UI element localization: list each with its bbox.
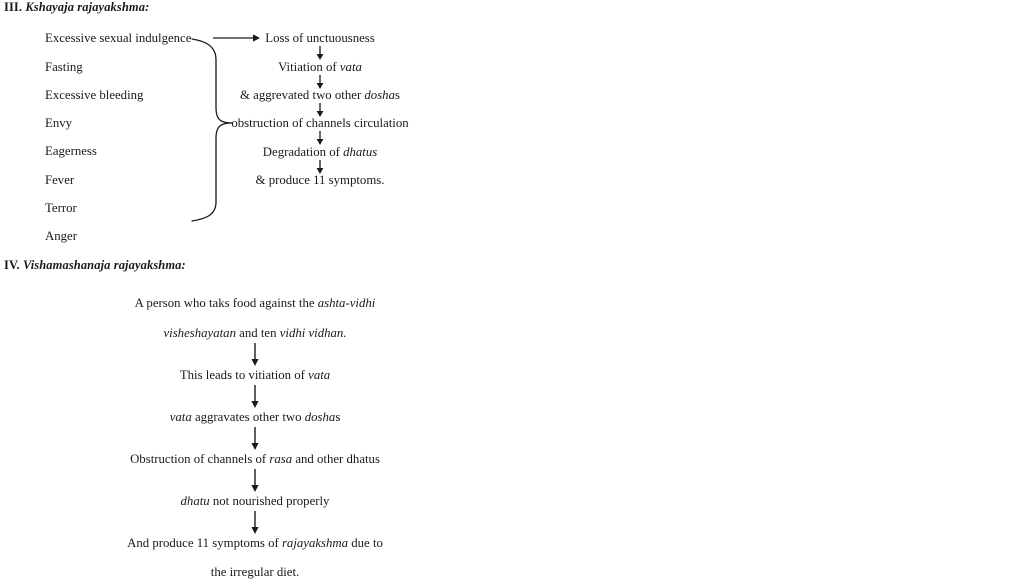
- chain-text: not nourished properly: [209, 494, 330, 508]
- arrow-down-icon: [313, 103, 327, 117]
- arrow-down-icon: [248, 511, 262, 534]
- chain-node: & produce 11 symptoms.: [256, 174, 385, 187]
- chain-text-emphasis: visheshayatan: [163, 326, 236, 340]
- section-heading-iv: IV. Vishamashanaja rajayakshma:: [4, 258, 186, 273]
- chain-node: dhatu not nourished properly: [181, 495, 330, 508]
- chain-text-emphasis: rasa: [269, 452, 293, 466]
- arrow-down-icon: [313, 131, 327, 145]
- cause-item: Excessive bleeding: [45, 88, 144, 102]
- section-title-iv: Vishamashanaja rajayakshma:: [22, 258, 186, 272]
- arrow-down-icon: [313, 75, 327, 89]
- arrow-down-icon: [248, 343, 262, 366]
- chain-text: aggravates other two: [191, 410, 305, 424]
- chain-text: obstruction of channels circulation: [231, 116, 409, 130]
- chain-node: This leads to vitiation of vata: [180, 369, 330, 382]
- arrow-down-icon: [248, 385, 262, 408]
- chain-node: obstruction of channels circulation: [231, 117, 408, 130]
- chain-node: the irregular diet.: [211, 566, 299, 579]
- chain-text: Obstruction of channels of: [130, 452, 270, 466]
- cause-item: Terror: [45, 201, 77, 215]
- grouping-brace: [188, 34, 240, 226]
- arrow-right-icon: [213, 32, 261, 44]
- chain-node: vata aggravates other two doshas: [170, 411, 341, 424]
- chain-text: A person who taks food against the: [134, 296, 318, 310]
- chain-text-suffix: s: [335, 410, 341, 424]
- chain-text-emphasis-2: dosha: [304, 410, 336, 424]
- section-numeral-iii: III.: [4, 0, 23, 14]
- chain-text-emphasis: dhatu: [180, 494, 210, 508]
- chain-text-emphasis: dosha: [364, 88, 395, 102]
- cause-item: Eagerness: [45, 144, 97, 158]
- chain-text-emphasis: rajayakshma: [281, 536, 349, 550]
- chain-text-emphasis: vata: [308, 368, 331, 382]
- chain-text-emphasis-2: vidhi vidhan.: [279, 326, 347, 340]
- chain-node: Obstruction of channels of rasa and othe…: [130, 453, 380, 466]
- cause-item: Excessive sexual indulgence: [45, 31, 192, 45]
- chain-text: This leads to vitiation of: [179, 368, 309, 382]
- cause-item: Envy: [45, 116, 73, 130]
- chain-text-emphasis: vata: [169, 410, 192, 424]
- arrow-down-icon: [248, 427, 262, 450]
- arrow-down-icon: [313, 46, 327, 60]
- chain-node: Degradation of dhatus: [263, 146, 377, 159]
- chain-text: & aggrevated two other: [240, 88, 365, 102]
- chain-node: visheshayatan and ten vidhi vidhan.: [163, 327, 346, 340]
- chain-text-emphasis: ashta-vidhi: [317, 296, 376, 310]
- section-heading-iii: III. Kshayaja rajayakshma:: [4, 0, 149, 15]
- chain-text: the irregular diet.: [210, 565, 300, 579]
- cause-item: Fasting: [45, 60, 83, 74]
- chain-text-emphasis: dhatus: [343, 145, 378, 159]
- chain-text: & produce 11 symptoms.: [255, 173, 385, 187]
- section-title-iii: Kshayaja rajayakshma:: [25, 0, 150, 14]
- cause-item: Anger: [45, 229, 77, 243]
- arrow-down-icon: [313, 160, 327, 174]
- cause-item: Fever: [45, 173, 75, 187]
- chain-text: And produce 11 symptoms of: [127, 536, 282, 550]
- chain-node: A person who taks food against the ashta…: [135, 297, 376, 310]
- chain-text-suffix: s: [394, 88, 400, 102]
- section-numeral-iv: IV.: [4, 258, 20, 272]
- chain-text: and ten: [235, 326, 280, 340]
- chain-text: Vitiation of: [278, 60, 340, 74]
- chain-text-emphasis: vata: [339, 60, 362, 74]
- chain-node: Loss of unctuousness: [265, 32, 374, 45]
- chain-node: Vitiation of vata: [278, 61, 362, 74]
- chain-text: Loss of unctuousness: [265, 31, 375, 45]
- arrow-down-icon: [248, 469, 262, 492]
- chain-text: Degradation of: [262, 145, 344, 159]
- chain-node: And produce 11 symptoms of rajayakshma d…: [127, 537, 383, 550]
- chain-text-suffix: and other dhatus: [292, 452, 380, 466]
- chain-node: & aggrevated two other doshas: [240, 89, 400, 102]
- chain-text-suffix: due to: [348, 536, 383, 550]
